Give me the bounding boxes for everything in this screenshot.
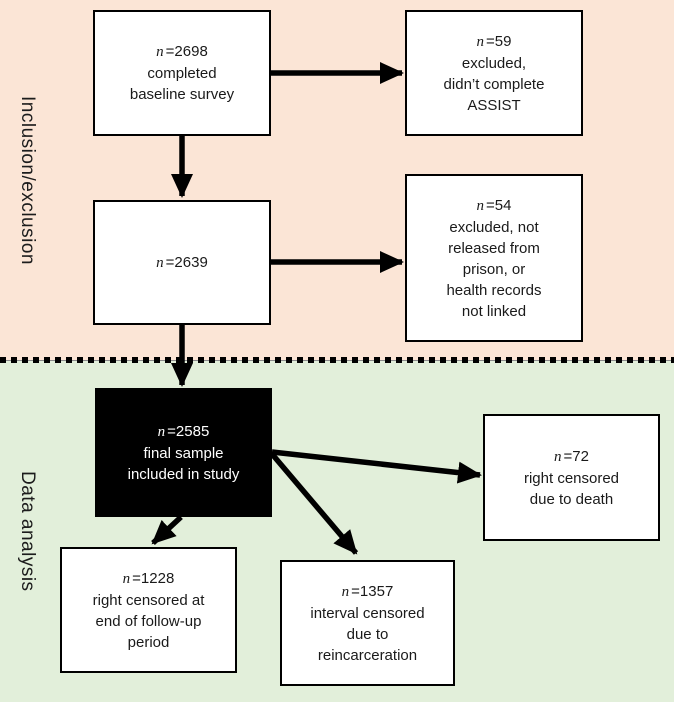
n-count: =2585 [167, 422, 210, 440]
node-description: excluded, didn’t complete ASSIST [443, 54, 545, 114]
node-final-sample: n=2585 final sample included in study [95, 388, 272, 517]
section-divider-dashed-line [0, 357, 674, 363]
node-n-line: n=2698 [156, 41, 208, 63]
n-symbol: n [156, 44, 164, 60]
n-count: =1357 [351, 582, 394, 600]
n-symbol: n [476, 33, 485, 50]
n-symbol: n [341, 583, 350, 600]
n-symbol: n [476, 197, 485, 214]
side-label-text: Data analysis [17, 470, 38, 592]
node-right-censored-death: n=72 right censored due to death [483, 414, 660, 541]
n-count: =1228 [132, 569, 175, 587]
n-symbol: n [122, 570, 131, 587]
node-description: interval censored due to reincarceration [310, 604, 425, 664]
node-excluded-assist: n=59 excluded, didn’t complete ASSIST [405, 10, 583, 136]
n-symbol: n [157, 423, 166, 440]
node-eligible-sample: n=2639 [93, 200, 271, 325]
node-description: right censored at end of follow-up perio… [92, 591, 205, 651]
node-n-line: n=1357 [342, 581, 394, 603]
node-right-censored-followup: n=1228 right censored at end of follow-u… [60, 547, 237, 673]
n-count: =72 [563, 447, 589, 465]
node-interval-censored: n=1357 interval censored due to reincarc… [280, 560, 455, 686]
n-count: =2698 [165, 43, 208, 60]
n-symbol: n [554, 448, 562, 465]
side-label-data-analysis: Data analysis [8, 360, 46, 702]
node-description: right censored due to death [523, 469, 620, 508]
side-label-text: Inclusion/exclusion [17, 95, 38, 265]
node-n-line: n=54 [477, 195, 512, 217]
node-baseline-survey: n=2698 completed baseline survey [93, 10, 271, 136]
n-count: =2639 [165, 253, 208, 271]
node-n-line: n=2639 [156, 252, 208, 274]
n-count: =54 [486, 196, 512, 214]
node-n-line: n=1228 [123, 568, 175, 590]
node-n-line: n=72 [554, 446, 589, 468]
node-description: completed baseline survey [129, 65, 235, 103]
node-n-line: n=2585 [158, 421, 210, 443]
side-label-inclusion-exclusion: Inclusion/exclusion [8, 0, 46, 360]
n-symbol: n [156, 254, 164, 271]
n-count: =59 [486, 32, 512, 50]
node-description: final sample included in study [127, 444, 240, 483]
node-description: excluded, not released from prison, or h… [446, 218, 542, 320]
node-excluded-not-released: n=54 excluded, not released from prison,… [405, 174, 583, 342]
node-n-line: n=59 [477, 31, 512, 53]
